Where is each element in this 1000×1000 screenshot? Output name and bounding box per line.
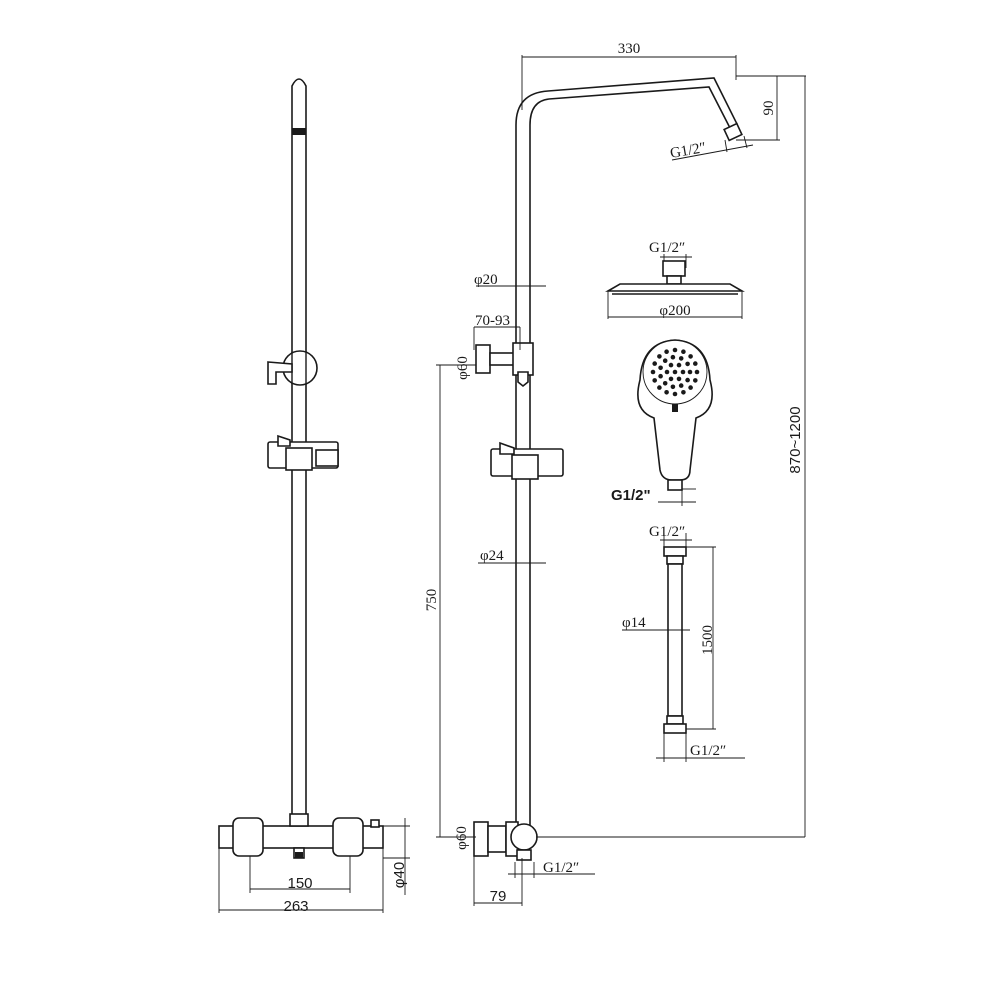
dimension-330-label: 330 — [618, 41, 641, 57]
nozzle-dot — [672, 369, 678, 375]
dimension-79-label: 79 — [490, 888, 507, 905]
nozzle-dot — [664, 369, 670, 375]
nozzle-dot — [664, 390, 669, 395]
nozzle-dot — [687, 369, 693, 375]
nozzle-dot — [688, 385, 693, 390]
nozzle-dot — [668, 362, 674, 368]
dimension-total-height: 870~1200 — [787, 76, 806, 837]
side-view: 330 90 G1/2″ 870~1200 φ20 70-93 — [424, 41, 806, 906]
dimension-arm-thread: G1/2″ — [669, 135, 754, 162]
dimension-70-93: 70-93 — [473, 313, 521, 350]
side-lower-flange — [473, 821, 489, 857]
front-valve-handle-left — [232, 817, 264, 857]
dimension-70-93-label: 70-93 — [475, 313, 510, 329]
nozzle-dot — [664, 349, 669, 355]
head-diameter-label: φ200 — [659, 303, 690, 319]
hose-diameter-label: φ14 — [622, 615, 646, 631]
nozzle-dot — [681, 390, 686, 395]
nozzle-dot — [657, 385, 662, 390]
shower-hose: G1/2″ 1500 φ14 G1/2″ — [622, 524, 745, 762]
dimension-263-label: 263 — [283, 898, 308, 915]
hose-tube — [667, 563, 683, 717]
hose-bottom-nut — [663, 723, 687, 734]
nozzle-dot — [678, 356, 684, 361]
overhead-shower-head: G1/2″ φ200 — [605, 240, 745, 319]
nozzle-dot — [694, 369, 700, 375]
dimension-phi40-label: φ40 — [391, 862, 408, 888]
nozzle-dot — [670, 354, 676, 360]
nozzle-dot — [676, 376, 682, 382]
front-pipe-ring — [292, 128, 306, 135]
dimension-phi24-label: φ24 — [480, 548, 504, 564]
dimension-phi20: φ20 — [474, 272, 546, 288]
head-plate — [605, 283, 745, 292]
side-diverter-body — [510, 823, 538, 851]
nozzle-dot — [652, 361, 657, 366]
dimension-phi20-label: φ20 — [474, 272, 498, 288]
dimension-79: 79 — [473, 856, 523, 906]
front-valve-handle-right — [332, 817, 364, 857]
dimension-330: 330 — [521, 41, 737, 110]
nozzle-dot — [676, 362, 682, 368]
dimension-750: 750 — [424, 365, 476, 838]
nozzle-dot — [658, 373, 663, 379]
nozzle-dot — [680, 369, 686, 375]
nozzle-dot — [662, 358, 668, 364]
dimension-outlet-thread-label: G1/2″ — [543, 860, 579, 876]
front-bracket-knob — [267, 361, 293, 385]
nozzle-dot — [652, 378, 657, 383]
dimension-150: 150 — [249, 856, 351, 893]
dimension-lower-phi60: φ60 — [454, 826, 470, 850]
nozzle-dot — [681, 349, 686, 355]
nozzle-dot — [672, 391, 678, 397]
nozzle-dot — [670, 384, 676, 390]
head-connector — [662, 260, 686, 277]
nozzle-dot — [672, 347, 678, 353]
nozzle-dot — [688, 354, 693, 359]
dimension-phi24: φ24 — [478, 548, 546, 564]
dimension-750-label: 750 — [424, 589, 440, 612]
hose-top-nut — [663, 546, 687, 557]
dimension-upper-phi60-label: φ60 — [455, 356, 471, 380]
dimension-lower-phi60-label: φ60 — [454, 826, 470, 850]
side-upper-flange — [475, 344, 491, 374]
nozzle-dot — [662, 381, 668, 386]
dimension-263: 263 — [218, 848, 384, 915]
hand-shower: G1/2" — [611, 339, 713, 506]
nozzle-dot — [685, 377, 690, 383]
dimension-90: 90 — [761, 76, 778, 140]
dimension-total-height-label: 870~1200 — [787, 406, 804, 473]
dimension-outlet-thread: G1/2″ — [508, 860, 595, 878]
nozzle-dot — [685, 361, 690, 367]
nozzle-dot — [693, 361, 698, 366]
hand-shower-nozzles — [650, 347, 700, 397]
head-thread-label: G1/2″ — [649, 240, 685, 256]
dimension-phi40: φ40 — [383, 818, 410, 895]
nozzle-dot — [657, 354, 662, 359]
nozzle-dot — [668, 376, 674, 382]
dimension-90-label: 90 — [761, 101, 777, 116]
hose-length-label: 1500 — [700, 625, 716, 655]
dimension-150-label: 150 — [287, 875, 312, 892]
hose-thread-top-label: G1/2″ — [649, 524, 685, 540]
dimension-arm-thread-label: G1/2″ — [669, 140, 707, 162]
nozzle-dot — [678, 383, 684, 388]
front-view: 150 263 φ40 — [218, 78, 410, 915]
nozzle-dot — [658, 365, 663, 371]
hose-thread-bottom-label: G1/2″ — [690, 743, 726, 759]
handset-thread-label: G1/2" — [611, 487, 651, 504]
nozzle-dot — [693, 378, 698, 383]
dimension-upper-phi60: φ60 — [436, 356, 476, 380]
arm-thread-fitting — [723, 122, 743, 142]
nozzle-dot — [650, 369, 656, 375]
